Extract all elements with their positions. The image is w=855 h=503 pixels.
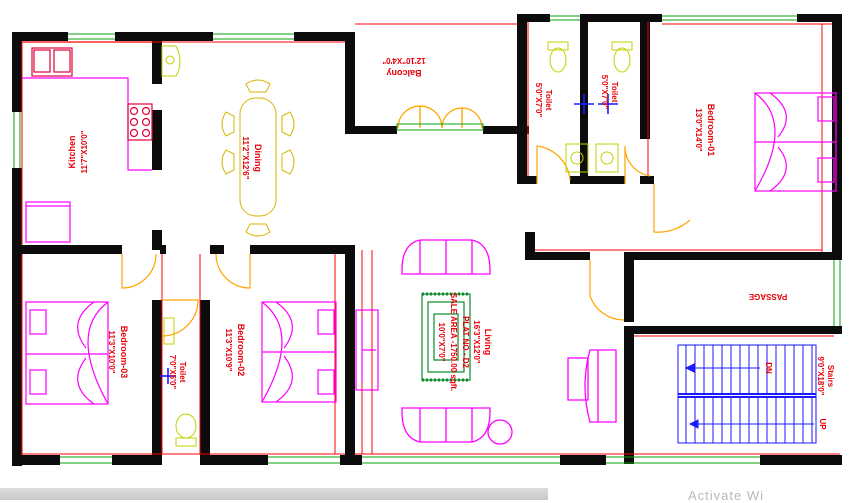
room-labels: Kitchen 11'7"X10'0" Dining 11'2"X12'6" B…	[67, 56, 835, 430]
balcony-door	[396, 123, 484, 131]
dining-table	[221, 79, 295, 237]
dining-name: Dining	[253, 144, 263, 172]
bedroom-02-size: 11'3"X10'9"	[224, 329, 233, 372]
toilet-small-size: 7'0"X5'0"	[168, 355, 177, 390]
sale-area: SALE AREA -1750.00 sqft.	[449, 293, 458, 392]
kitchen-basin	[161, 45, 181, 77]
plat-number: PLAT NO - D2	[461, 316, 470, 368]
balcony-name: Balcony	[386, 68, 421, 78]
toilet-top-right-name: Toilet	[610, 82, 619, 103]
balcony-size: 12'10"X4'0"	[382, 56, 426, 65]
stairs-name: Stairs	[826, 365, 835, 388]
kitchen-name: Kitchen	[67, 135, 77, 168]
stairs-size: 9'0"X18'0"	[816, 357, 825, 396]
toilet-top-right-size: 5'0"X7'0"	[600, 75, 609, 110]
windows	[13, 15, 841, 464]
bedroom-02-name: Bedroom-02	[236, 324, 246, 377]
bottom-bar-gap	[548, 488, 855, 500]
plat-size: 10'0"X7'0"	[437, 323, 446, 362]
living-name: Living	[483, 329, 493, 356]
living-sofas	[401, 239, 617, 445]
small-toilet	[163, 317, 197, 447]
bedroom-03-size: 11'3"X10'0"	[107, 331, 116, 374]
toilet-top-left-size: 5'0"X7'0"	[534, 83, 543, 118]
bedroom-01-bed	[754, 92, 837, 192]
bedroom-01-name: Bedroom-01	[706, 104, 716, 157]
stairs-dn: DN	[764, 362, 773, 374]
kitchen-size: 11'7"X10'0"	[80, 130, 89, 173]
floor-plan: Kitchen 11'7"X10'0" Dining 11'2"X12'6" B…	[12, 14, 842, 466]
toilet-small-name: Toilet	[178, 362, 187, 383]
living-size: 16'3"X12'0"	[472, 320, 481, 364]
stair-treads	[685, 345, 813, 443]
activation-watermark: Activate Wi	[688, 488, 765, 503]
dining-size: 11'2"X12'6"	[241, 137, 250, 180]
bedroom-01-size: 13'0"X14'0"	[694, 108, 703, 152]
bedroom-02-bed	[261, 301, 337, 403]
top-toilets	[547, 41, 633, 173]
wall-outlines	[21, 22, 840, 455]
stairs-up: UP	[818, 418, 827, 430]
bedroom-03-name: Bedroom-03	[119, 326, 129, 379]
shower-taps	[160, 94, 618, 384]
passage-label: PASSAGE	[748, 292, 787, 301]
toilet-top-left-name: Toilet	[544, 90, 553, 111]
bedroom-03-bed	[25, 301, 109, 405]
tv-unit	[355, 309, 379, 391]
living-rug	[421, 292, 471, 382]
stairs	[677, 344, 817, 444]
kitchen-fixtures	[22, 41, 153, 243]
